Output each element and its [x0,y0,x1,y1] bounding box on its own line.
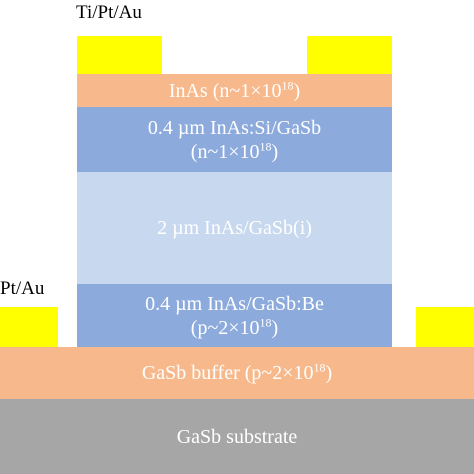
top-contact-label: Ti/Pt/Au [76,2,142,23]
gasb-substrate-layer: GaSb substrate [0,399,474,474]
gasb-substrate-label: GaSb substrate [176,425,298,448]
gasb-buffer-layer: GaSb buffer (p~2×1018) [0,347,474,399]
n-layer-label-line1: 0.4 µm InAs:Si/GaSb [147,116,322,139]
bottom-contact-left [0,307,58,347]
bottom-contact-right [416,307,474,347]
gasb-buffer-label: GaSb buffer (p~2×1018) [141,360,333,384]
inas-cap-layer: InAs (n~1×1018) [77,74,392,107]
n-layer-label-line2: (n~1×1018) [190,138,279,163]
top-contact-right [307,36,392,74]
inas-cap-label: InAs (n~1×1018) [168,77,301,102]
intrinsic-layer-label: 2 µm InAs/GaSb(i) [157,217,312,239]
top-contact-left [77,36,162,74]
p-layer-label-line2: (p~2×1018) [190,314,279,339]
bottom-contact-label: Pt/Au [0,278,45,299]
intrinsic-superlattice-layer: 2 µm InAs/GaSb(i) [77,172,392,284]
p-type-superlattice-layer: 0.4 µm InAs/GaSb:Be (p~2×1018) [77,284,392,347]
p-layer-label-line1: 0.4 µm InAs/GaSb:Be [145,292,324,315]
n-type-superlattice-layer: 0.4 µm InAs:Si/GaSb (n~1×1018) [77,107,392,172]
